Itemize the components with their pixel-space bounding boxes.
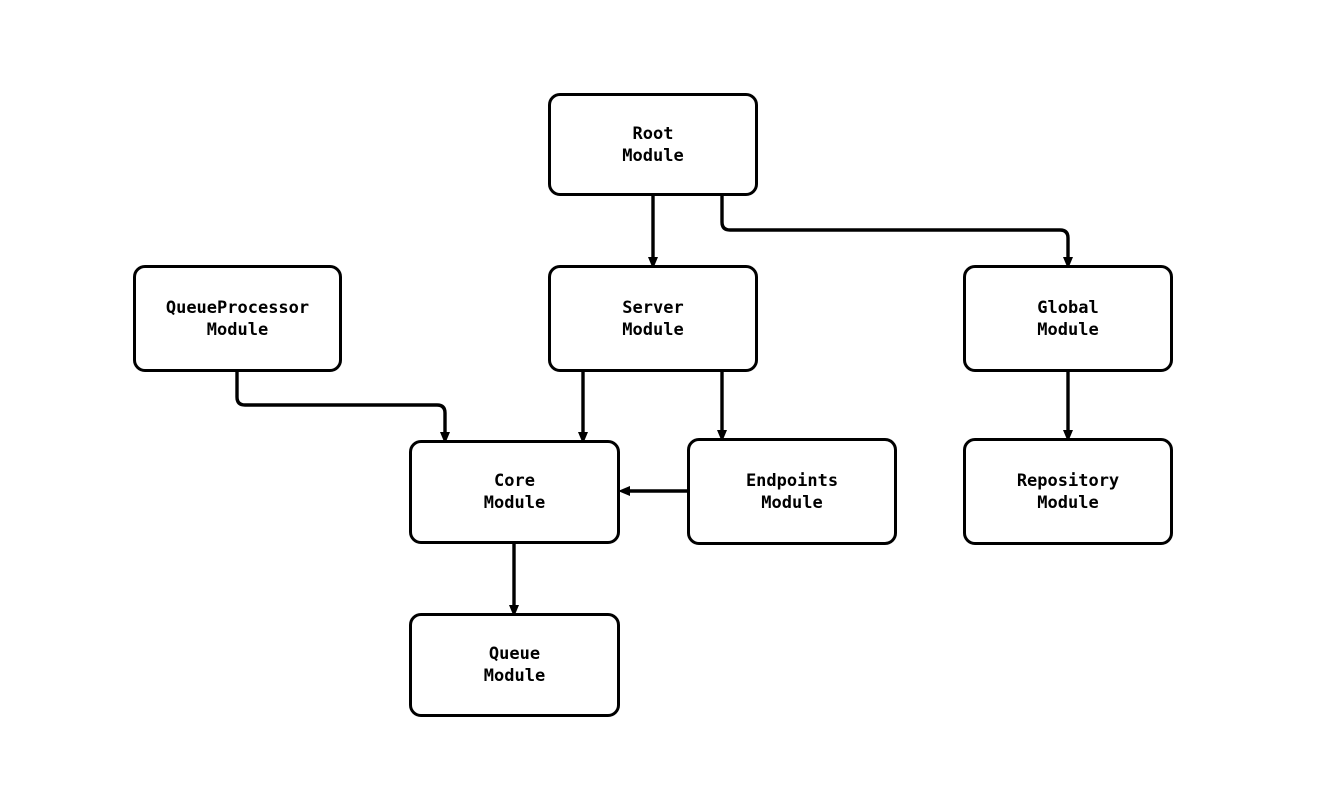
node-queue-module-label: Queue Module [483, 644, 546, 686]
node-queueprocessor-module-label: QueueProcessor Module [165, 297, 310, 340]
node-global-module[interactable]: Global Module [963, 265, 1173, 372]
node-core-module-label: Core Module [483, 471, 546, 513]
edge-queueprocessor-to-core [235, 372, 450, 444]
edge-root-to-global [720, 196, 1073, 269]
node-endpoints-module-label: Endpoints Module [745, 470, 839, 513]
node-server-module[interactable]: Server Module [548, 265, 758, 372]
node-queue-module[interactable]: Queue Module [409, 613, 620, 717]
node-repository-module-label: Repository Module [1016, 470, 1120, 513]
node-queueprocessor-module[interactable]: QueueProcessor Module [133, 265, 342, 372]
node-server-module-label: Server Module [622, 297, 684, 340]
node-global-module-label: Global Module [1037, 297, 1099, 340]
node-root-module-label: Root Module [622, 123, 684, 166]
node-endpoints-module[interactable]: Endpoints Module [687, 438, 897, 545]
edge-group [235, 196, 1073, 617]
node-repository-module[interactable]: Repository Module [963, 438, 1173, 545]
node-root-module[interactable]: Root Module [548, 93, 758, 196]
node-core-module[interactable]: Core Module [409, 440, 620, 544]
